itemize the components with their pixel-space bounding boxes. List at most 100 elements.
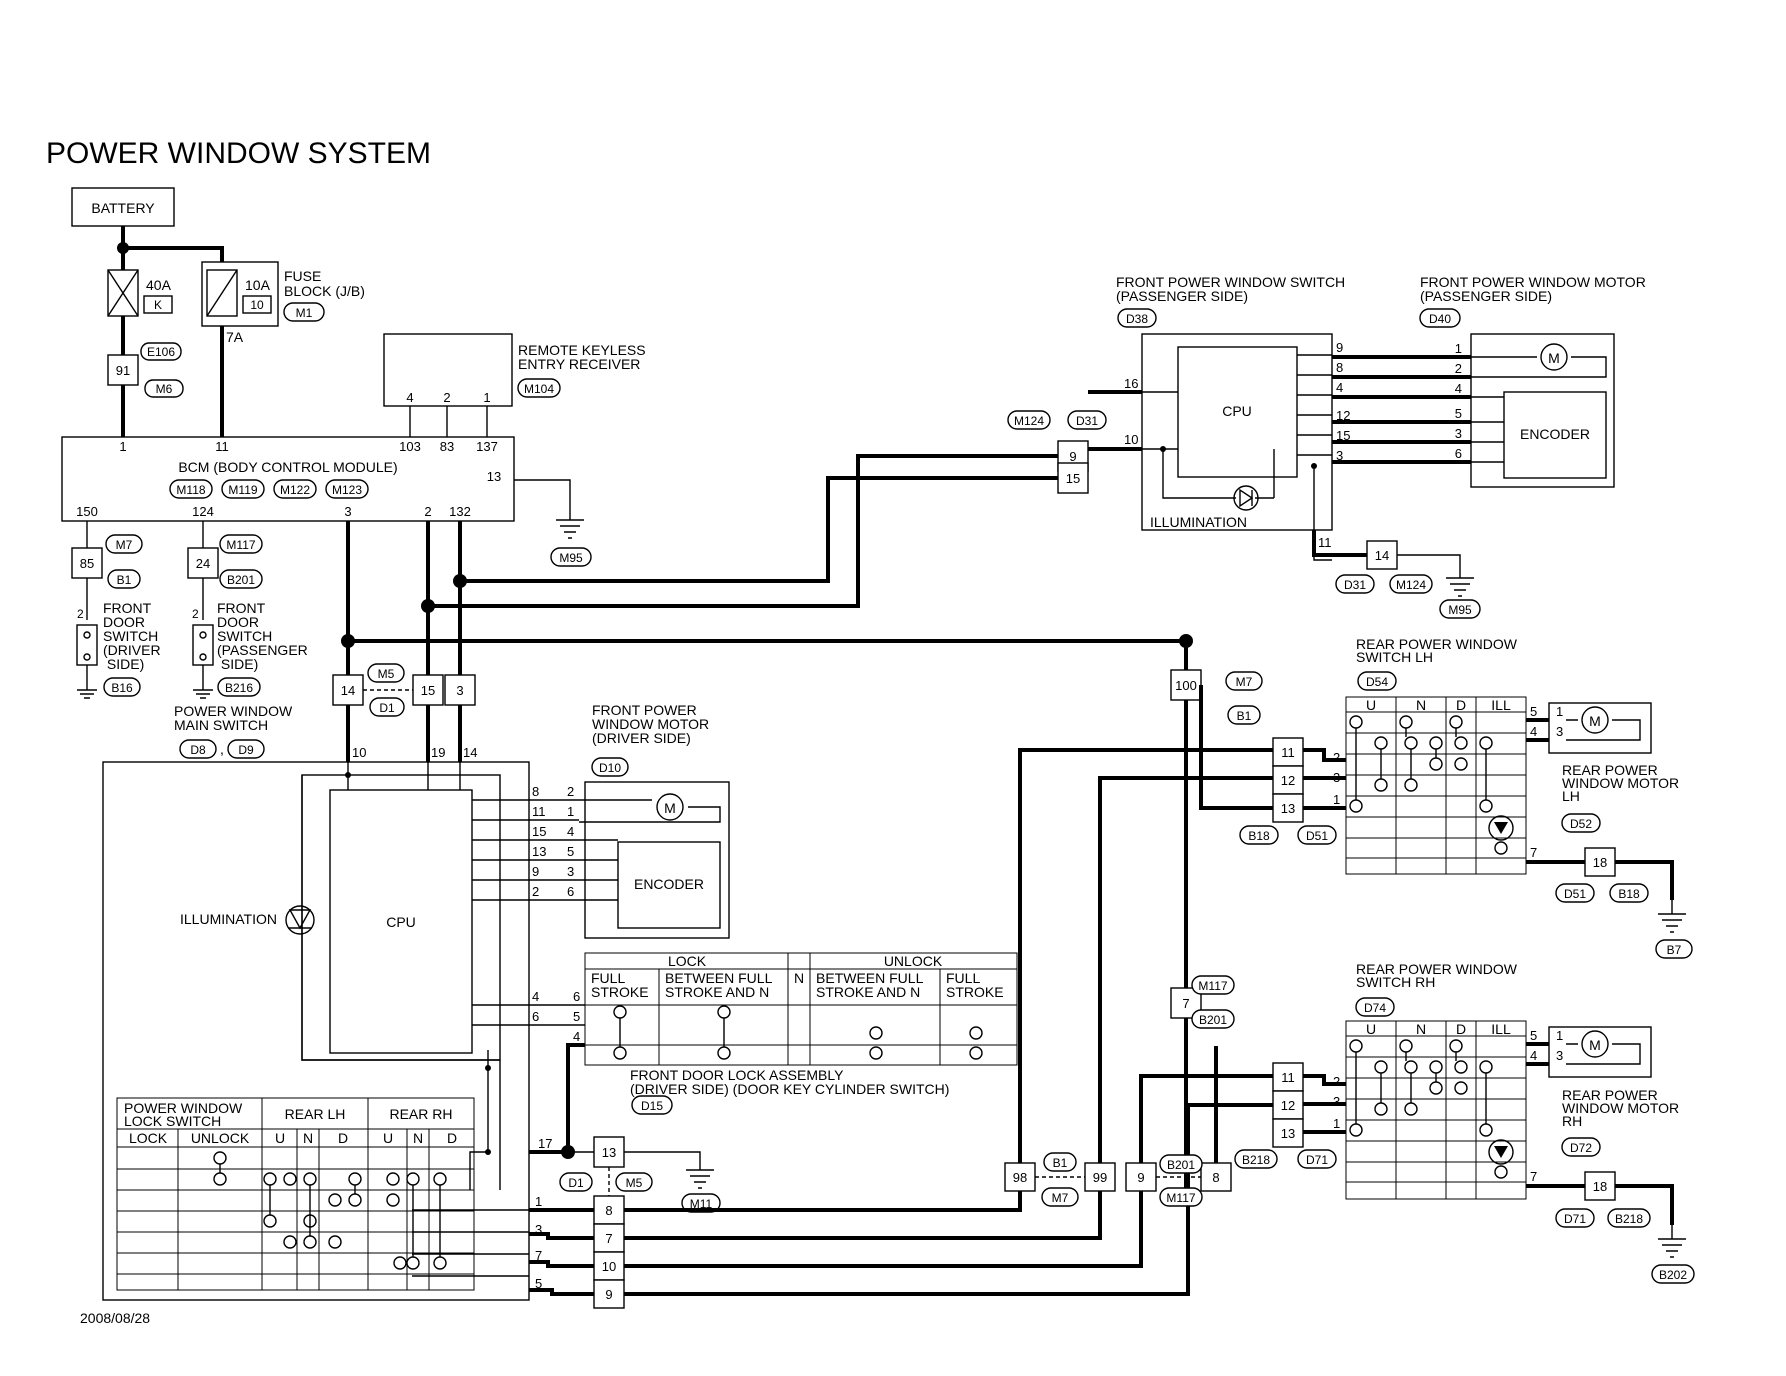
connector-d71-bottom <box>1555 1208 1595 1228</box>
connector-m122 <box>273 479 317 499</box>
contact <box>1449 1039 1463 1053</box>
connector-d38-label: D38 <box>1126 312 1148 326</box>
junction-7-label: 7 <box>1182 996 1189 1011</box>
rear-lh-pin-2: 2 <box>1333 750 1340 765</box>
rear-lh-out-4: 4 <box>1530 724 1537 739</box>
junction-pass-14-label: 14 <box>1375 548 1389 563</box>
contact <box>969 1046 983 1060</box>
connector-m117-rear-label: M117 <box>1198 979 1227 993</box>
rear-rh-cols <box>1395 1021 1477 1199</box>
contact <box>348 1193 362 1207</box>
contact <box>1374 1060 1388 1074</box>
pass-out-pin-15: 15 <box>1336 428 1350 443</box>
connector-m119-label: M119 <box>228 483 257 497</box>
connector-d71 <box>1297 1149 1337 1169</box>
junction-lh-13-label: 13 <box>1281 801 1295 816</box>
junction-rear-7-label: 7 <box>605 1231 612 1246</box>
connector-m11-label: M11 <box>690 1197 713 1211</box>
rear-lh-n: N <box>1416 697 1426 713</box>
rear-rh-n: N <box>1416 1021 1426 1037</box>
rear-motor-lh-pin-1: 1 <box>1556 704 1563 719</box>
contact <box>1479 1123 1493 1137</box>
connector-b201-inline <box>1159 1154 1203 1174</box>
contact <box>283 1235 297 1249</box>
connector-e106 <box>140 342 182 361</box>
lock-table-rear-lh: REAR LH <box>285 1106 346 1122</box>
rear-rh-gnd-pin: 7 <box>1530 1169 1537 1184</box>
door-switch-pass-contact-a <box>199 631 207 639</box>
main-switch-cpu <box>329 789 473 1054</box>
fuse-pin-7a: 7A <box>226 329 244 345</box>
junction-24 <box>187 547 219 579</box>
rear-rh-ground-symbol <box>1658 1225 1686 1258</box>
contact <box>717 1046 731 1060</box>
junction-rear-8-label: 8 <box>605 1203 612 1218</box>
connector-m118-label: M118 <box>176 483 205 497</box>
fuse-10a-rating: 10A <box>245 277 271 293</box>
main-switch-lock-wires <box>472 1004 585 1026</box>
lk-pin-4: 4 <box>573 1029 580 1044</box>
contact <box>1454 736 1468 750</box>
main-switch-rear-wires <box>529 1208 594 1296</box>
connector-d38 <box>1117 308 1157 328</box>
ground-symbol-m11 <box>686 1169 714 1189</box>
sw-pin-11: 11 <box>532 804 546 819</box>
pass-illum-node <box>1160 446 1166 452</box>
connector-b1-rear-label: B1 <box>1237 709 1252 723</box>
door-switch-driver-contact-a <box>83 631 91 639</box>
wire-to-passenger-9 <box>428 454 1058 608</box>
mt-pin-1: 1 <box>567 804 574 819</box>
rear-lh-illum-diode <box>1494 822 1508 834</box>
connector-d71-label: D71 <box>1306 1153 1328 1167</box>
connector-m124 <box>1007 410 1051 430</box>
contact <box>213 1151 227 1165</box>
main-switch-lock-table-wires <box>469 1050 501 1190</box>
front-motor-pass-motor-label: M <box>1548 350 1560 366</box>
connector-b1-inline <box>1043 1152 1077 1172</box>
junction-lh-13 <box>1272 793 1304 823</box>
junction-lh-12-label: 12 <box>1281 773 1295 788</box>
front-switch-pass-cpu <box>1177 346 1298 478</box>
rear-lh-u: U <box>1366 697 1376 713</box>
junction-rh-12 <box>1272 1090 1304 1120</box>
connector-d40-label: D40 <box>1429 312 1451 326</box>
connector-m5-bottom-label: M5 <box>626 1176 643 1190</box>
connector-d54-label: D54 <box>1366 675 1388 689</box>
pass-out-pin-3: 3 <box>1336 448 1343 463</box>
rear-motor-lh-pin-3: 3 <box>1556 724 1563 739</box>
bcm-pin-103: 103 <box>399 439 421 454</box>
rear-motor-lh-motor <box>1581 706 1609 734</box>
junction-99 <box>1084 1162 1116 1192</box>
contact <box>1479 1060 1493 1074</box>
connector-d51-bottom-label: D51 <box>1564 887 1586 901</box>
rear-rh-illum-diode <box>1494 1146 1508 1158</box>
connector-m95 <box>550 547 592 567</box>
pass-ground-node <box>1311 463 1317 469</box>
bcm-pin-132: 132 <box>449 504 471 519</box>
lock-table-n-rh: N <box>413 1130 423 1146</box>
main-switch-pin-14: 14 <box>463 745 477 760</box>
connector-m7-top <box>105 534 143 554</box>
rear-motor-lh-motor-label: M <box>1589 713 1601 729</box>
contact <box>1494 1165 1508 1179</box>
rke-pin-2: 2 <box>443 390 450 405</box>
bcm-pin-83: 83 <box>440 439 454 454</box>
junction-rh-13-label: 13 <box>1281 1126 1295 1141</box>
connector-m6-label: M6 <box>156 382 173 396</box>
lock-node-a <box>485 1149 491 1155</box>
door-switch-driver-pin: 2 <box>77 607 84 621</box>
connector-b201-inline-label: B201 <box>1167 1158 1195 1172</box>
main-switch-pin-19: 19 <box>431 745 445 760</box>
inline-9-8-drops <box>1139 1046 1218 1165</box>
connector-b18-bottom-label: B18 <box>1618 887 1640 901</box>
front-motor-pass-label: FRONT POWER WINDOW MOTOR(PASSENGER SIDE) <box>1420 274 1646 304</box>
rear-rh-d: D <box>1456 1021 1466 1037</box>
